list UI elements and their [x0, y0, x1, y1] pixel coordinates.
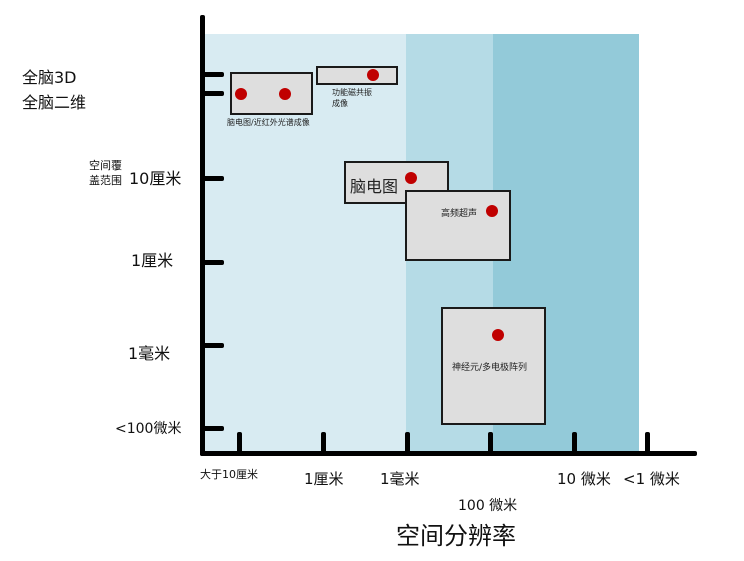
y-label-1mm: 1毫米	[128, 344, 171, 363]
box-label-eeg-nirs: 脑电图/近红外光谱成像	[227, 118, 310, 127]
data-point	[279, 88, 291, 100]
y-tick	[202, 343, 224, 348]
x-tick	[321, 432, 326, 454]
x-label-1mm: 1毫米	[380, 470, 420, 488]
x-label-1cm: 1厘米	[304, 470, 344, 488]
box-label-fmri-line2: 成像	[332, 99, 348, 108]
data-point	[492, 329, 504, 341]
y-label-1cm: 1厘米	[131, 251, 174, 270]
data-point	[235, 88, 247, 100]
y-axis-title-line2: 盖范围	[89, 174, 122, 187]
x-axis-line	[200, 451, 697, 456]
x-label-lt1um: <1 微米	[623, 470, 680, 488]
x-axis-title: 空间分辨率	[396, 522, 516, 550]
box-label-fmri-line1: 功能磁共振	[332, 88, 372, 97]
box-label-ultrasound: 高频超声	[441, 209, 478, 219]
y-tick	[202, 72, 224, 77]
x-tick	[488, 432, 493, 454]
y-tick	[202, 426, 224, 431]
y-label-whole3d: 全脑3D	[22, 68, 77, 87]
y-label-100um: <100微米	[115, 421, 182, 437]
y-label-whole2d: 全脑二维	[22, 93, 87, 112]
x-label-gt10cm: 大于10厘米	[200, 468, 258, 481]
x-tick	[405, 432, 410, 454]
y-axis-title-line1: 空间覆	[89, 159, 122, 172]
y-label-10cm: 10厘米	[129, 169, 182, 188]
box-neuron	[441, 307, 546, 425]
data-point	[367, 69, 379, 81]
x-tick	[572, 432, 577, 454]
box-label-eeg: 脑电图	[350, 177, 399, 196]
x-tick	[237, 432, 242, 454]
box-label-neuron: 神经元/多电极阵列	[452, 363, 528, 373]
y-tick	[202, 91, 224, 96]
y-axis-line	[200, 15, 205, 456]
x-label-100um: 100 微米	[458, 498, 518, 514]
y-tick	[202, 260, 224, 265]
y-tick	[202, 176, 224, 181]
box-fmri	[316, 66, 398, 85]
x-tick	[645, 432, 650, 454]
data-point	[486, 205, 498, 217]
data-point	[405, 172, 417, 184]
x-label-10um: 10 微米	[557, 470, 611, 488]
box-ultrasound	[405, 190, 511, 261]
